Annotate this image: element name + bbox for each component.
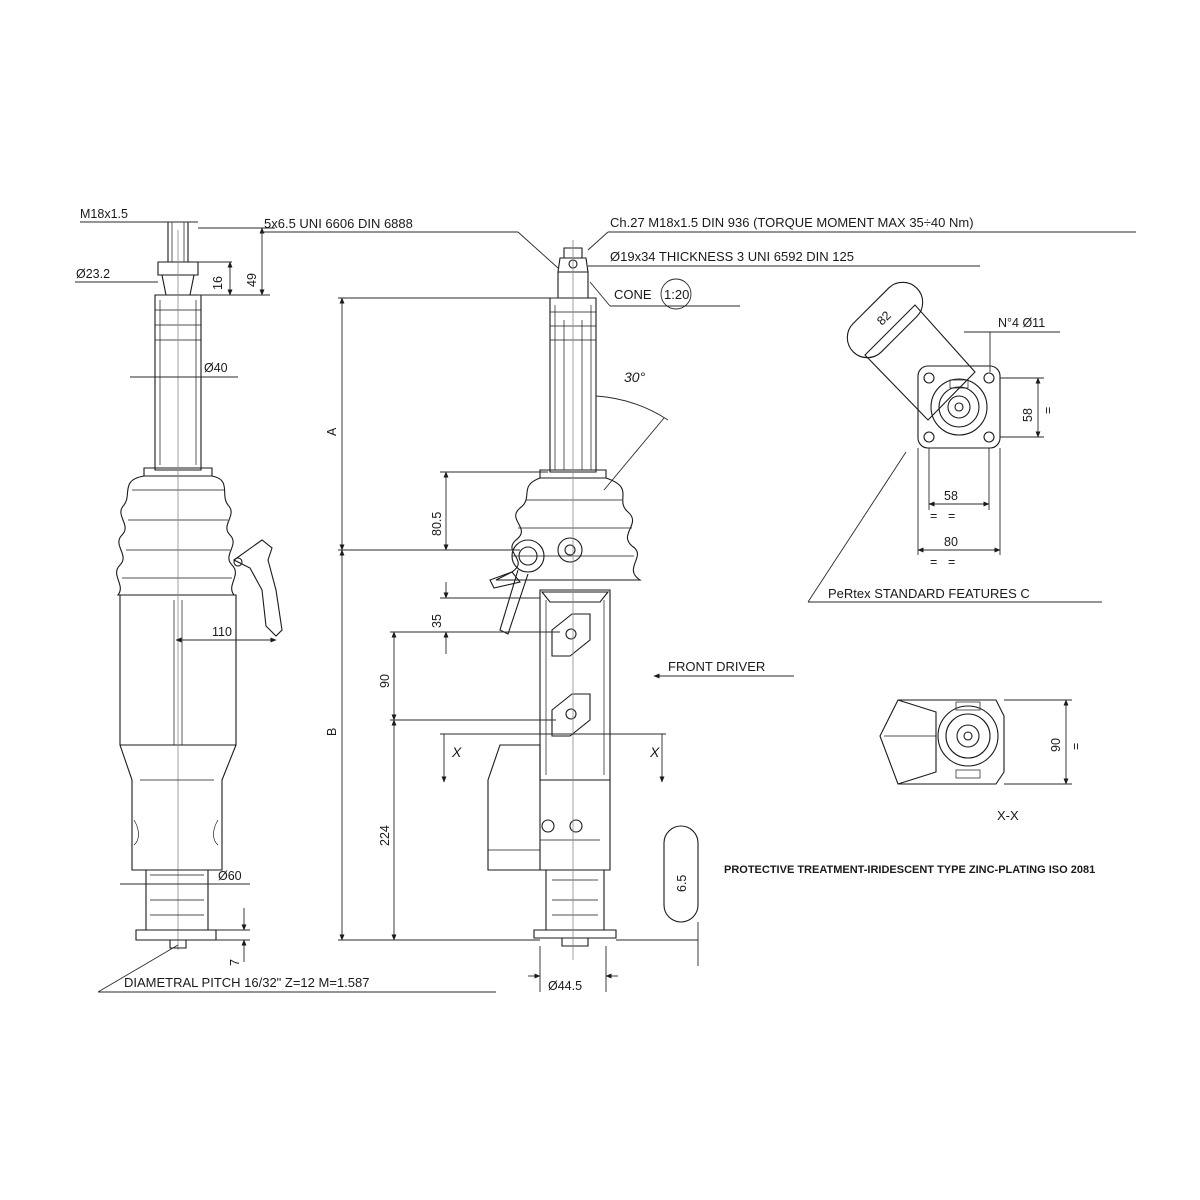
dim-90-center: 90 (378, 674, 392, 688)
front-driver-label: FRONT DRIVER (668, 659, 765, 674)
angle-30: 30° (624, 369, 646, 385)
diametral-pitch-note: DIAMETRAL PITCH 16/32" Z=12 M=1.587 (124, 975, 369, 990)
left-dim-49: 49 (245, 273, 259, 287)
flange-eq-mark-h1: = (930, 509, 937, 523)
flange-eq-mark-h4: = (948, 555, 955, 569)
flange-eq-mark-h3: = (930, 555, 937, 569)
section-xx-label: X-X (997, 808, 1019, 823)
section-mark-left: X (451, 744, 462, 760)
dim-A: A (325, 427, 339, 436)
nut-torque-note: Ch.27 M18x1.5 DIN 936 (TORQUE MOMENT MAX… (610, 215, 974, 230)
left-dim-7: 7 (228, 959, 242, 966)
screw-note: 5x6.5 UNI 6606 DIN 6888 (264, 216, 413, 231)
section-dim-90: 90 (1049, 738, 1063, 752)
cone-ratio: 1:20 (664, 287, 689, 302)
protective-treatment-note: PROTECTIVE TREATMENT-IRIDESCENT TYPE ZIN… (724, 864, 1095, 876)
flange-holes: N°4 Ø11 (998, 316, 1045, 330)
center-front-view: 5x6.5 UNI 6606 DIN 6888 Ch.27 M18x1.5 DI… (262, 215, 1136, 993)
dim-35: 35 (430, 614, 444, 628)
left-dim-110: 110 (212, 625, 232, 639)
flange-detail-view: 82 N°4 Ø11 58 = 58 = = 80 = = PeRtex STA… (807, 281, 1102, 603)
flange-dim-80: 80 (944, 535, 958, 549)
left-dim-16: 16 (211, 276, 225, 290)
section-xx-view: 90 = X-X (879, 699, 1083, 823)
flange-eq-mark-h2: = (948, 509, 955, 523)
flange-eq-mark-v: = (1041, 407, 1055, 414)
slot-dim-6-5: 6.5 (675, 875, 689, 892)
left-side-view: M18x1.5 Ø23.2 16 49 Ø40 110 Ø60 7 DIAMET… (75, 207, 496, 993)
cone-label: CONE (614, 287, 652, 302)
section-eq-mark: = (1069, 743, 1083, 750)
left-rod-diameter: Ø40 (204, 361, 228, 375)
flange-dim-82: 82 (874, 308, 894, 328)
left-base-diameter: Ø60 (218, 869, 242, 883)
section-mark-right: X (649, 744, 660, 760)
dim-224: 224 (378, 825, 392, 846)
standard-features-label: PeRtex STANDARD FEATURES C (828, 586, 1030, 601)
dim-B: B (325, 728, 339, 736)
bottom-diameter: Ø44.5 (548, 979, 582, 993)
flange-dim-58-vertical: 58 (1021, 408, 1035, 422)
flange-dim-58-horizontal: 58 (944, 489, 958, 503)
washer-note: Ø19x34 THICKNESS 3 UNI 6592 DIN 125 (610, 249, 854, 264)
left-thread-label: M18x1.5 (80, 207, 128, 221)
dim-80-5: 80.5 (430, 512, 444, 536)
left-collar-diameter: Ø23.2 (76, 267, 110, 281)
